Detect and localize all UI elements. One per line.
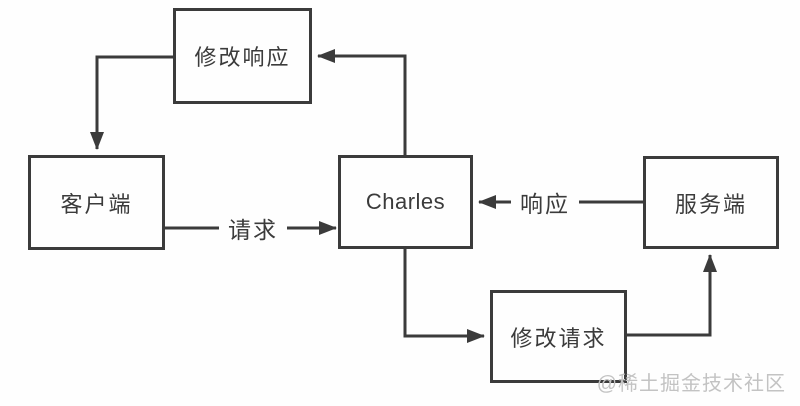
edge-modify-request-to-server (627, 254, 717, 337)
edge-charles-to-modify-request (403, 249, 485, 343)
node-modify-request: 修改请求 (490, 290, 627, 383)
node-server: 服务端 (643, 156, 779, 249)
node-client-label: 客户端 (60, 191, 133, 217)
node-server-label: 服务端 (674, 191, 747, 217)
edge-label-request: 请求 (219, 211, 287, 245)
edge-label-response: 响应 (511, 185, 579, 219)
edge-modify-response-to-client (90, 55, 173, 150)
node-charles: Charles (338, 155, 473, 249)
node-client: 客户端 (28, 155, 165, 250)
node-modify-response-label: 修改响应 (194, 45, 291, 70)
node-modify-response: 修改响应 (173, 8, 312, 104)
edge-charles-to-modify-response (317, 49, 407, 155)
node-modify-request-label: 修改请求 (510, 325, 607, 351)
watermark-text: @稀土掘金技术社区 (596, 373, 786, 395)
node-charles-label: Charles (365, 189, 446, 214)
